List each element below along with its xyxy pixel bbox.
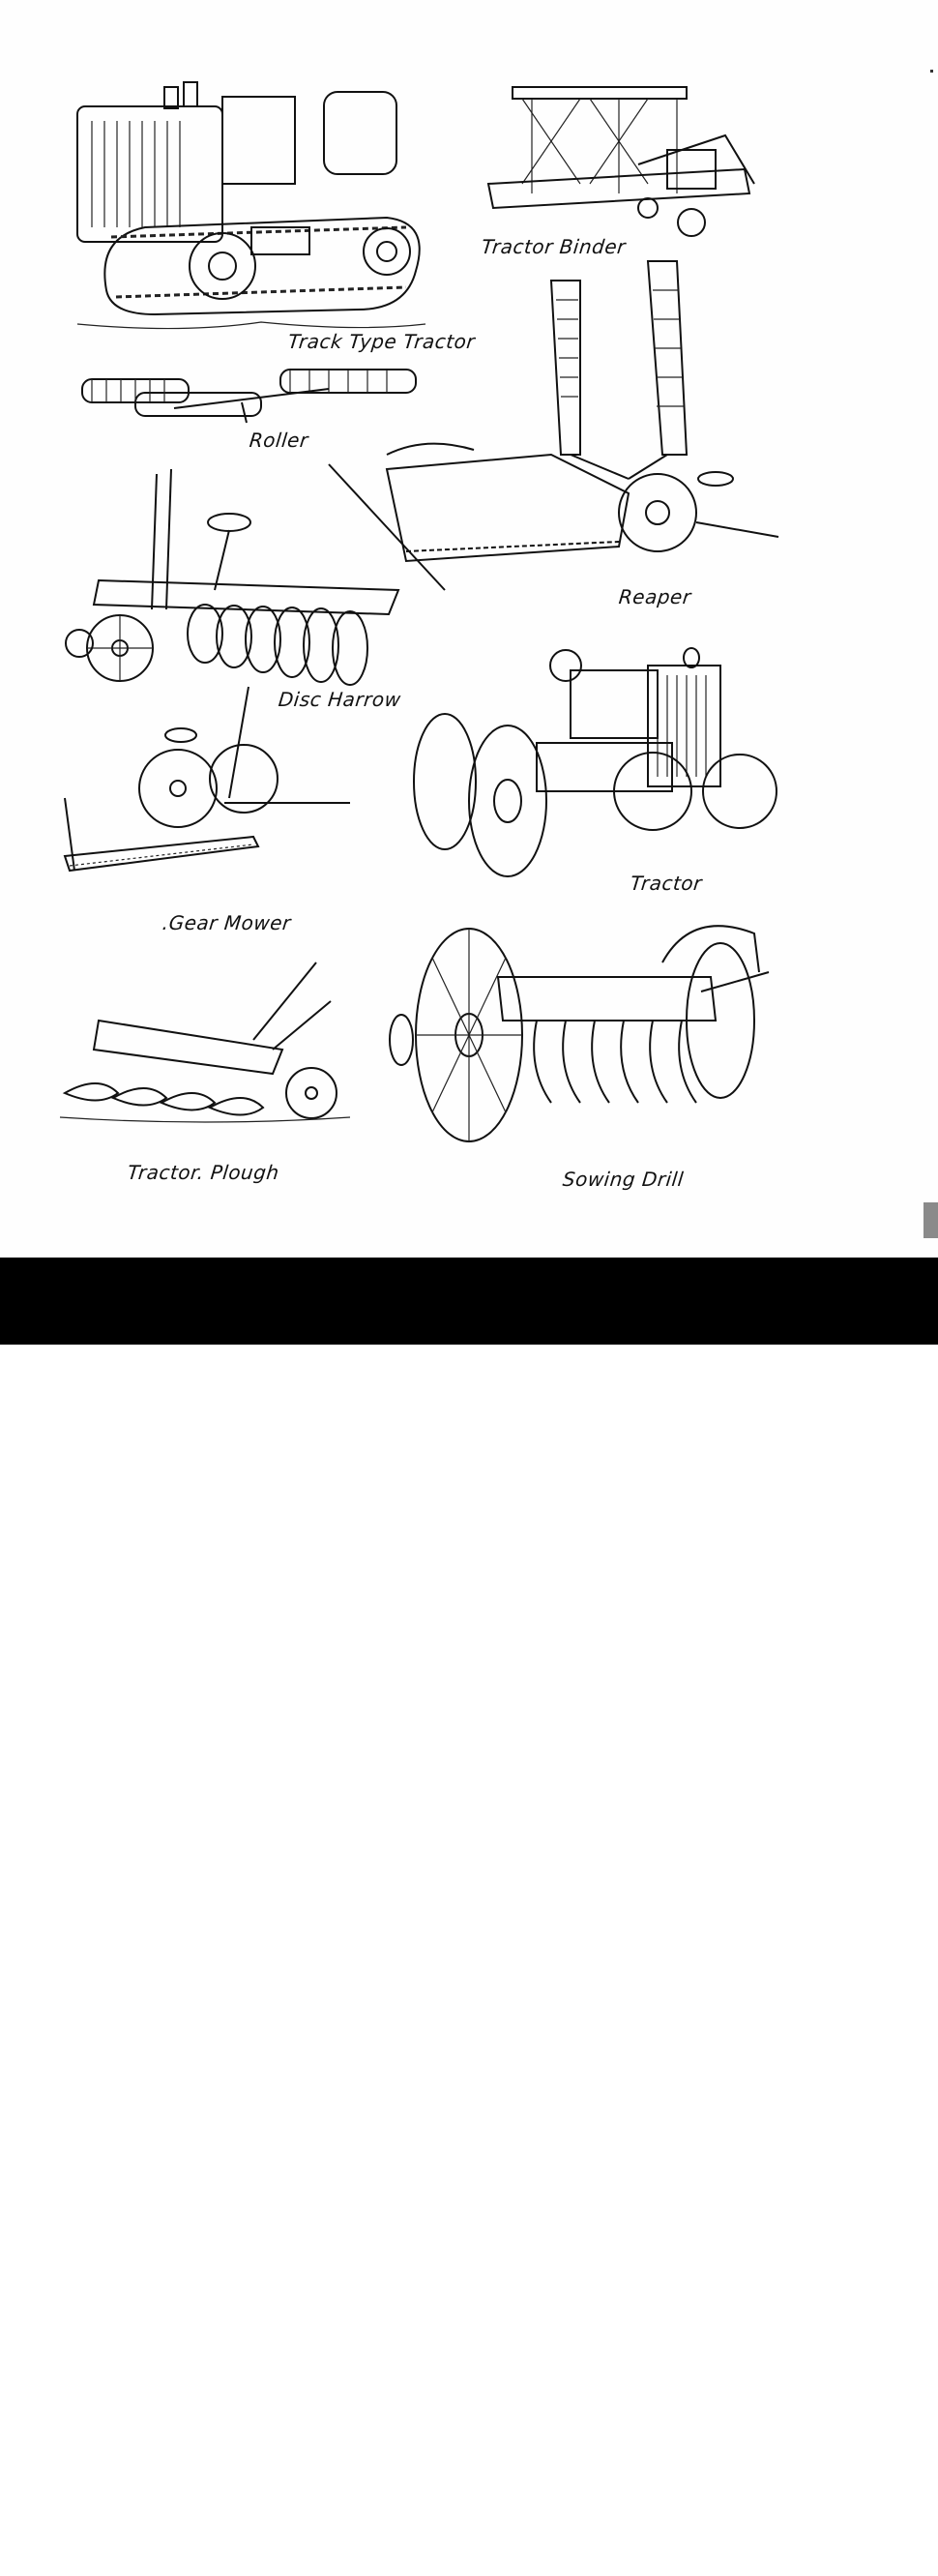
stray-mark	[930, 70, 933, 73]
alamy-logo[interactable]: alamy	[29, 2527, 169, 2576]
caption-roller: Roller	[248, 429, 310, 452]
caption-sowing-drill: Sowing Drill	[561, 1168, 686, 1191]
site-link[interactable]: www.alamy.com	[792, 2553, 917, 2571]
track-type-tractor-illustration	[76, 81, 426, 330]
tractor-plough-illustration	[59, 962, 351, 1123]
image-id: Image ID: KWX6H4	[797, 2532, 917, 2547]
caption-tractor-binder: Tractor Binder	[480, 235, 628, 258]
disc-harrow-illustration	[65, 468, 400, 686]
tractor-binder-illustration	[486, 86, 755, 237]
caption-reaper: Reaper	[617, 585, 692, 608]
caption-tractor-plough: Tractor. Plough	[126, 1161, 280, 1184]
roller-illustration	[81, 369, 417, 424]
illustration-plate: Track Type Tractor Tractor Binder	[0, 0, 938, 1258]
footer-info: Image ID: KWX6H4 www.alamy.com	[792, 2532, 917, 2571]
watermark-footer: alamy Image ID: KWX6H4 www.alamy.com	[0, 1258, 938, 2576]
sowing-drill-illustration	[389, 925, 770, 1142]
reaper-illustration	[328, 260, 779, 591]
caption-tractor: Tractor	[629, 872, 704, 895]
caption-gear-mower: .Gear Mower	[161, 911, 293, 934]
tractor-illustration	[413, 647, 777, 877]
edge-tab	[923, 1202, 938, 1238]
gear-mower-illustration	[63, 686, 350, 873]
